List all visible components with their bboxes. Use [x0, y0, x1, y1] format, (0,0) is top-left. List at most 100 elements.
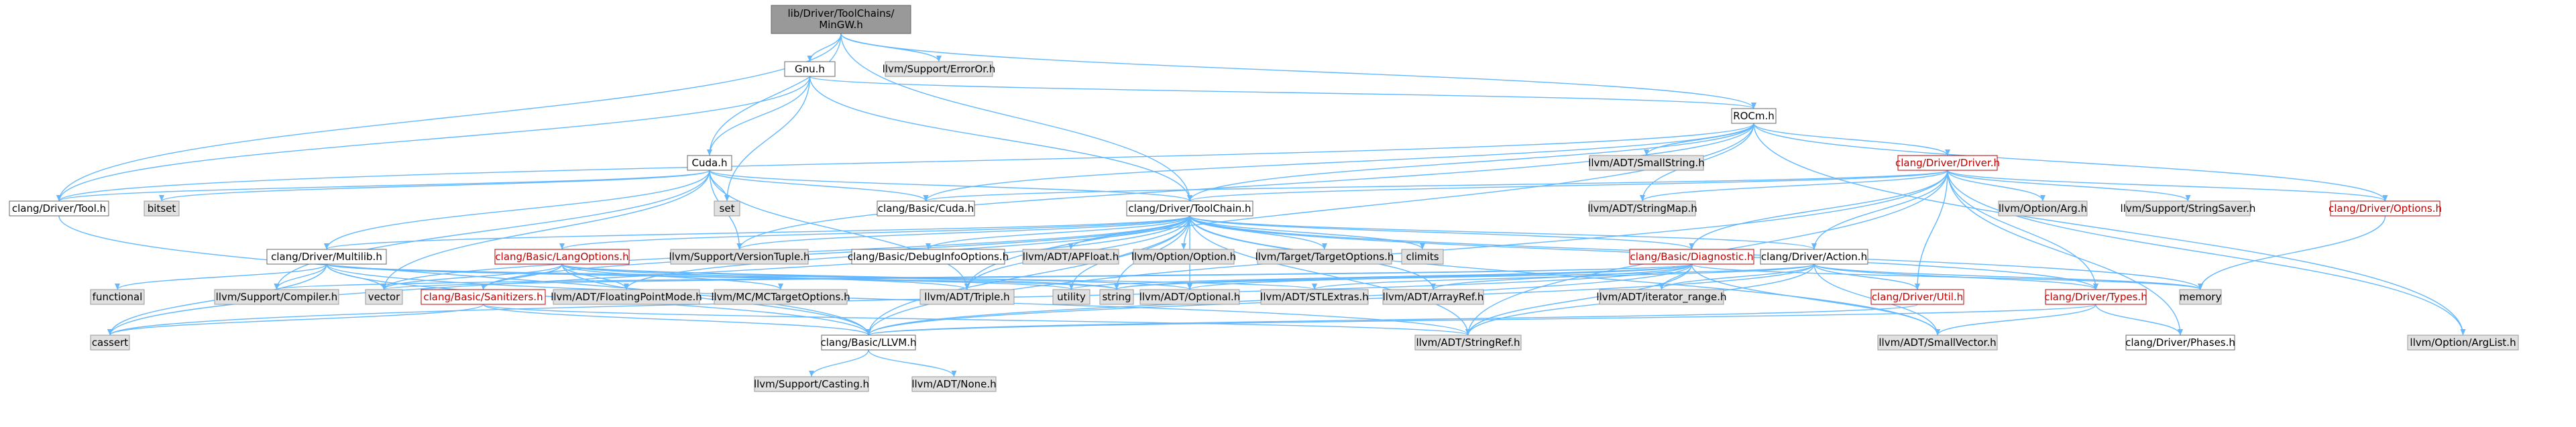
edge-arrowhead	[107, 329, 113, 335]
edge-rocm-to-driverh	[1753, 123, 1948, 156]
node-smallvector[interactable]: llvm/ADT/SmallVector.h	[1877, 334, 1998, 351]
node-driverh[interactable]: clang/Driver/Driver.h	[1895, 155, 2000, 171]
edge-action-to-iterrange	[1661, 263, 1815, 290]
node-langoptions[interactable]: clang/Basic/LangOptions.h	[494, 249, 630, 265]
node-rocm[interactable]: ROCm.h	[1731, 108, 1777, 124]
node-casting[interactable]: llvm/Support/Casting.h	[754, 376, 869, 392]
node-smallstring[interactable]: llvm/ADT/SmallString.h	[1588, 155, 1705, 171]
node-gnu[interactable]: Gnu.h	[784, 61, 836, 77]
edge-arrowhead	[559, 243, 565, 249]
node-stringref[interactable]: llvm/ADT/StringRef.h	[1414, 334, 1522, 351]
node-stringmap[interactable]: llvm/ADT/StringMap.h	[1587, 200, 1697, 217]
node-util[interactable]: clang/Driver/Util.h	[1870, 289, 1964, 305]
edge-toolchain-to-sanitizers	[482, 215, 1190, 290]
node-basiccuda[interactable]: clang/Basic/Cuda.h	[877, 200, 975, 217]
edge-action-to-memory	[1813, 263, 2201, 290]
node-utility[interactable]: utility	[1052, 289, 1090, 305]
node-box	[494, 249, 630, 265]
edge-arrowhead	[2040, 195, 2046, 201]
node-box	[919, 289, 1015, 305]
node-mctarget[interactable]: llvm/MC/MCTargetOptions.h	[711, 289, 850, 305]
node-arglist[interactable]: llvm/Option/ArgList.h	[2407, 334, 2519, 351]
edge-types-to-llvmh	[868, 304, 2096, 336]
node-memory[interactable]: memory	[2179, 289, 2222, 305]
node-label: llvm/Support/VersionTuple.h	[669, 251, 810, 263]
node-fpmode[interactable]: llvm/ADT/FloatingPointMode.h	[551, 289, 702, 305]
node-set[interactable]: set	[714, 200, 740, 217]
node-box	[1760, 249, 1868, 265]
node-box	[421, 289, 546, 305]
node-targetoptions[interactable]: llvm/Target/TargetOptions.h	[1255, 249, 1394, 265]
node-box	[90, 289, 145, 305]
node-llvmh[interactable]: clang/Basic/LLVM.h	[821, 334, 917, 351]
edge-cuda-to-triple	[709, 170, 968, 290]
node-root[interactable]: lib/Driver/ToolChains/MinGW.h	[771, 5, 911, 34]
edge-arrowhead	[1187, 195, 1192, 201]
node-vector[interactable]: vector	[365, 289, 403, 305]
node-types[interactable]: clang/Driver/Types.h	[2044, 289, 2147, 305]
node-box	[2179, 289, 2222, 305]
node-compiler[interactable]: llvm/Support/Compiler.h	[214, 289, 339, 305]
node-box	[911, 376, 997, 392]
node-climits[interactable]: climits	[1401, 249, 1444, 265]
node-label: llvm/ADT/FloatingPointMode.h	[551, 291, 702, 303]
node-debuginfo[interactable]: clang/Basic/DebugInfoOptions.h	[848, 249, 1009, 265]
edge-arrowhead	[778, 284, 783, 290]
edge-driverh-to-options	[1947, 170, 2386, 202]
edge-action-to-string	[1116, 263, 1815, 290]
node-sanitizers[interactable]: clang/Basic/Sanitizers.h	[421, 289, 546, 305]
node-box	[1589, 200, 1696, 217]
edge-tool-to-llvmh	[58, 215, 869, 336]
node-apfloat[interactable]: llvm/ADT/APFloat.h	[1022, 249, 1119, 265]
node-label: llvm/MC/MCTargetOptions.h	[711, 291, 850, 303]
edge-multilib-to-functional	[117, 263, 327, 290]
edge-diagnostic-to-smallvector	[1691, 263, 1938, 336]
node-string[interactable]: string	[1099, 289, 1134, 305]
node-functional[interactable]: functional	[90, 289, 145, 305]
node-triple[interactable]: llvm/ADT/Triple.h	[919, 289, 1015, 305]
edge-arrowhead	[707, 149, 712, 156]
edge-root-to-rocm	[840, 33, 1754, 109]
edge-arrowhead	[1915, 284, 1920, 290]
node-box	[2045, 289, 2147, 305]
node-box	[1870, 289, 1964, 305]
edge-root-to-gnu	[809, 33, 842, 62]
edge-options-to-memory	[2200, 215, 2386, 290]
node-errorOr[interactable]: llvm/Support/ErrorOr.h	[883, 61, 996, 77]
node-label: clang/Driver/Action.h	[1761, 251, 1867, 263]
node-label-line: MinGW.h	[819, 19, 863, 31]
node-versiontuple[interactable]: llvm/Support/VersionTuple.h	[669, 249, 810, 265]
edge-arrowhead	[964, 284, 970, 290]
node-label: vector	[368, 291, 400, 303]
node-none[interactable]: llvm/ADT/None.h	[911, 376, 997, 392]
edge-action-to-types	[1813, 263, 2096, 290]
node-optarg[interactable]: llvm/Option/Arg.h	[1998, 200, 2088, 217]
node-box	[670, 249, 809, 265]
node-action[interactable]: clang/Driver/Action.h	[1760, 249, 1868, 265]
node-box	[1877, 334, 1998, 351]
node-cuda[interactable]: Cuda.h	[687, 155, 732, 171]
node-optional[interactable]: llvm/ADT/Optional.h	[1139, 289, 1241, 305]
edge-multilib-to-utility	[326, 263, 1072, 290]
node-stlextras[interactable]: llvm/ADT/STLExtras.h	[1260, 289, 1369, 305]
edge-arrowhead	[1811, 243, 1817, 249]
node-options[interactable]: clang/Driver/Options.h	[2329, 200, 2442, 217]
node-phases[interactable]: clang/Driver/Phases.h	[2125, 334, 2235, 351]
node-cassert[interactable]: cassert	[90, 334, 130, 351]
node-iterrange[interactable]: llvm/ADT/iterator_range.h	[1596, 289, 1727, 305]
edge-driverh-to-action	[1813, 170, 1948, 250]
node-box	[1629, 249, 1754, 265]
node-arrayref[interactable]: llvm/ADT/ArrayRef.h	[1382, 289, 1484, 305]
edge-arrowhead	[736, 243, 742, 249]
node-stringsaver[interactable]: llvm/Support/StringSaver.h	[2121, 200, 2256, 217]
edge-langoptions-to-sanitizers	[482, 263, 563, 290]
node-multilib[interactable]: clang/Driver/Multilib.h	[266, 249, 387, 265]
node-diagnostic[interactable]: clang/Basic/Diagnostic.h	[1629, 249, 1754, 265]
node-bitset[interactable]: bitset	[144, 200, 180, 217]
node-toolchain[interactable]: clang/Driver/ToolChain.h	[1126, 200, 1253, 217]
node-label: clang/Driver/Options.h	[2329, 202, 2442, 215]
node-tool[interactable]: clang/Driver/Tool.h	[9, 200, 109, 217]
edge-rocm-to-arglist	[1753, 123, 2464, 336]
node-optoption[interactable]: llvm/Option/Option.h	[1131, 249, 1236, 265]
